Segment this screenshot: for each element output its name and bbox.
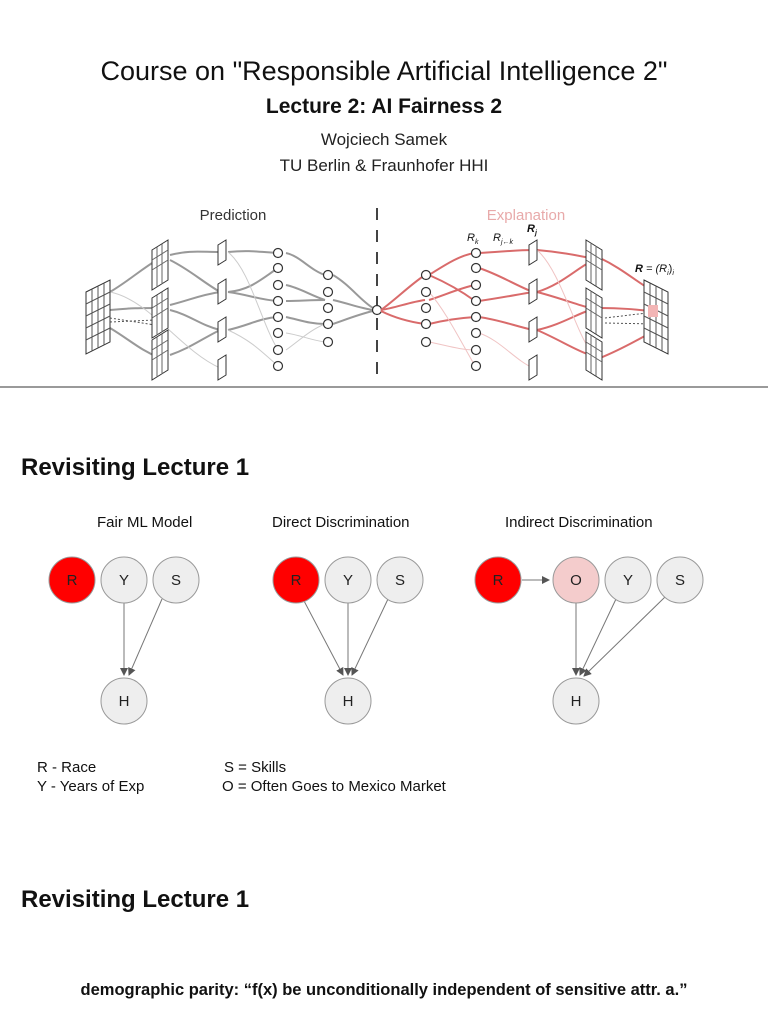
svg-text:Y: Y	[623, 572, 633, 589]
svg-text:S: S	[171, 572, 181, 589]
direct-discrimination-nodes: R Y S H	[272, 556, 424, 725]
svg-text:R: R	[291, 572, 302, 589]
node-y	[100, 556, 148, 604]
rjk-label: Rj←k	[493, 232, 514, 246]
rk-label: Rk	[467, 232, 479, 246]
r-vector-label: R = (Ri)i	[635, 263, 674, 277]
node-s	[376, 556, 424, 604]
section-title-1: Revisiting Lecture 1	[21, 454, 250, 481]
node-r	[474, 556, 522, 604]
node-r	[272, 556, 320, 604]
prediction-neurons	[272, 247, 383, 372]
legend-skills: S = Skills	[224, 759, 287, 776]
explanation-neurons	[420, 247, 482, 372]
indirect-discrimination-label: Indirect Discrimination	[505, 514, 653, 531]
svg-text:Y: Y	[119, 572, 129, 589]
svg-text:Y: Y	[343, 572, 353, 589]
input-image-left	[85, 279, 111, 355]
relevance-heatmap-right	[643, 279, 669, 355]
svg-text:R: R	[493, 572, 504, 589]
indirect-discrimination-nodes: R O Y S H	[474, 556, 704, 725]
svg-text:O: O	[570, 572, 582, 589]
legend-race: R - Race	[37, 759, 97, 776]
node-h	[100, 677, 148, 725]
svg-text:R: R	[67, 572, 78, 589]
node-h	[324, 677, 372, 725]
section-divider	[0, 386, 768, 388]
node-o	[552, 556, 600, 604]
legend-often: O = Often Goes to Mexico Market	[222, 778, 446, 795]
svg-text:H: H	[343, 693, 354, 710]
course-title: Course on "Responsible Artificial Intell…	[100, 56, 668, 86]
direct-discrimination-label: Direct Discrimination	[272, 514, 410, 531]
legend-years: Y - Years of Exp	[37, 778, 145, 795]
affiliation: TU Berlin & Fraunhofer HHI	[279, 156, 489, 175]
svg-text:S: S	[395, 572, 405, 589]
node-s	[656, 556, 704, 604]
prediction-connections	[109, 250, 374, 359]
svg-text:H: H	[119, 693, 130, 710]
node-y	[604, 556, 652, 604]
feature-maps-layer1	[151, 239, 169, 381]
lrp-network-figure: Prediction Explanation	[85, 207, 674, 382]
node-r	[48, 556, 96, 604]
feature-maps-layer2	[217, 239, 227, 381]
relevance-maps-layer1	[585, 239, 603, 381]
causal-graphs: R Y S H R Y S H R O Y S H	[48, 556, 704, 725]
prediction-label: Prediction	[200, 207, 267, 224]
demographic-parity-definition: demographic parity: “f(x) be uncondition…	[80, 981, 688, 999]
rj-label: Rj	[527, 223, 538, 237]
node-h	[552, 677, 600, 725]
svg-text:H: H	[571, 693, 582, 710]
fair-model-edges	[120, 598, 163, 676]
direct-discrimination-edges	[302, 598, 389, 676]
fair-model-nodes: R Y S H	[48, 556, 200, 725]
lecture-subtitle: Lecture 2: AI Fairness 2	[265, 95, 503, 118]
explanation-label: Explanation	[487, 207, 565, 224]
indirect-discrimination-edges	[522, 576, 666, 677]
relevance-maps-layer2	[528, 239, 538, 381]
author-name: Wojciech Samek	[320, 130, 448, 149]
fair-model-label: Fair ML Model	[97, 514, 193, 531]
node-s	[152, 556, 200, 604]
svg-text:S: S	[675, 572, 685, 589]
explanation-thin-connections	[428, 249, 591, 369]
section-title-2: Revisiting Lecture 1	[21, 886, 250, 913]
input-dotted-lines	[109, 317, 156, 326]
node-y	[324, 556, 372, 604]
